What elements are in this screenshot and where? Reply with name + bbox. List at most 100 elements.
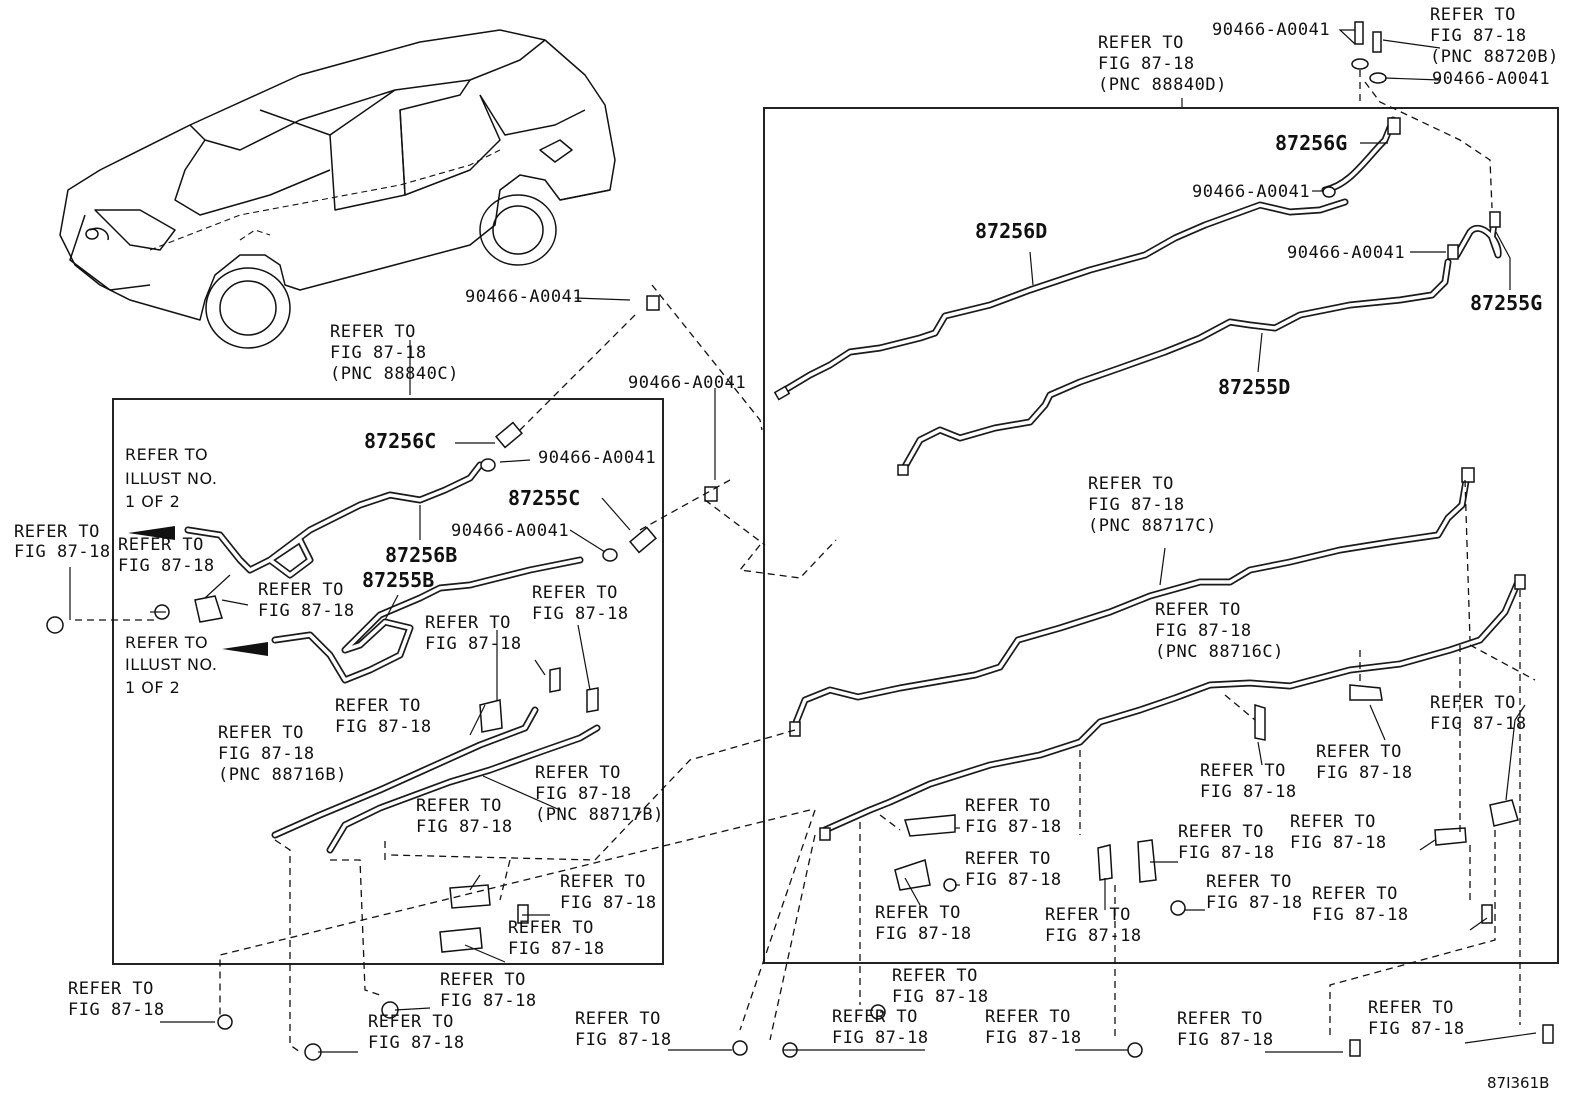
clip-label-mid-top: 90466-A0041 [465, 287, 583, 307]
ref-88717C-pnc: (PNC 88717C) [1088, 516, 1217, 536]
ref-bm1-fig: FIG 87-18 [575, 1030, 672, 1050]
pipe-87255B [271, 556, 584, 684]
ref-bm6-fig: FIG 87-18 [1368, 1019, 1465, 1039]
ref-88716C-fig: FIG 87-18 [1155, 621, 1252, 641]
ref-bracket1-fig: FIG 87-18 [118, 556, 215, 576]
ref-bm5-fig: FIG 87-18 [1177, 1030, 1274, 1050]
ref-bracket2-fig: FIG 87-18 [258, 601, 355, 621]
ref-88717C-fig: FIG 87-18 [1088, 495, 1185, 515]
ref-rf7-refer: REFER TO [1045, 905, 1131, 925]
ref-rf11-fig: FIG 87-18 [1312, 905, 1409, 925]
ref-bracket1-refer: REFER TO [118, 535, 204, 555]
clip-callouts: 90466-A0041 90466-A0041 90466-A0041 9046… [451, 20, 1550, 541]
pipe-87256G [1321, 116, 1397, 194]
pipe-87255G [1453, 211, 1502, 259]
part-number-labels: 87256G 87256D 87255G 87255D 87256C 87255… [362, 131, 1542, 592]
ref-bm5-refer: REFER TO [1177, 1009, 1263, 1029]
clip-label-87255C: 90466-A0041 [451, 521, 569, 541]
ref-rf4-fig: FIG 87-18 [965, 817, 1062, 837]
ref-bm2-refer: REFER TO [832, 1007, 918, 1027]
label-87255D: 87255D [1218, 375, 1290, 399]
ref-88840D-pnc: (PNC 88840D) [1098, 75, 1227, 95]
clip-label-mid: 90466-A0041 [628, 373, 746, 393]
fittings-and-clips [46, 21, 1554, 1061]
ref-rf9-fig: FIG 87-18 [1206, 893, 1303, 913]
ref-rf9-refer: REFER TO [1206, 872, 1292, 892]
ref-bm2-fig: FIG 87-18 [832, 1028, 929, 1048]
ref-rf8-refer: REFER TO [1178, 822, 1264, 842]
ref-rf1-fig: FIG 87-18 [1430, 714, 1527, 734]
label-87256C: 87256C [364, 429, 436, 453]
clip-label-87255G: 90466-A0041 [1287, 243, 1405, 263]
direction-arrows [128, 526, 268, 656]
ref-rf3-fig: FIG 87-18 [1200, 782, 1297, 802]
ref-bl2-fig: FIG 87-18 [440, 991, 537, 1011]
ref-88717C-refer: REFER TO [1088, 474, 1174, 494]
illust-1-refer: REFER TO [125, 445, 208, 464]
leader-lines [69, 29, 1537, 1053]
ref-88716B-refer: REFER TO [218, 723, 304, 743]
ref-88717B-fig: FIG 87-18 [535, 784, 632, 804]
ref-bm6-refer: REFER TO [1368, 998, 1454, 1018]
illust-2-no: ILLUST NO. [125, 655, 217, 674]
ref-88840C-refer: REFER TO [330, 322, 416, 342]
illust-2-refer: REFER TO [125, 633, 208, 652]
ref-rf8-fig: FIG 87-18 [1178, 843, 1275, 863]
pipe-brake-88717B [326, 724, 601, 854]
ref-bl1-fig: FIG 87-18 [68, 1000, 165, 1020]
ref-88720B-pnc: (PNC 88720B) [1430, 47, 1559, 67]
left-detail-frame [112, 398, 664, 965]
pipe-87256B [184, 461, 484, 579]
ref-rf6-refer: REFER TO [875, 903, 961, 923]
label-87255G: 87255G [1470, 291, 1542, 315]
clip-label-87256C: 90466-A0041 [538, 448, 656, 468]
ref-lf2-refer: REFER TO [532, 583, 618, 603]
ref-lf2-fig: FIG 87-18 [532, 604, 629, 624]
label-87256B: 87256B [385, 543, 457, 567]
label-87256D: 87256D [975, 219, 1047, 243]
pipe-brake-88717C [791, 471, 1471, 729]
ref-bl3-fig: FIG 87-18 [368, 1033, 465, 1053]
vehicle-illustration [59, 29, 616, 349]
ref-lf3-refer: REFER TO [335, 696, 421, 716]
ref-lf1-refer: REFER TO [425, 613, 511, 633]
dashed-connectors [75, 70, 1536, 1053]
ref-bl1-refer: REFER TO [68, 979, 154, 999]
ref-88717B-pnc: (PNC 88717B) [535, 805, 664, 825]
pipe-brake-88716B [271, 706, 539, 839]
ref-88840D-refer: REFER TO [1098, 33, 1184, 53]
ref-88716B-fig: FIG 87-18 [218, 744, 315, 764]
ref-bm3-fig: FIG 87-18 [892, 987, 989, 1007]
ref-rf2-fig: FIG 87-18 [1316, 763, 1413, 783]
ref-88720B-refer: REFER TO [1430, 5, 1516, 25]
ref-bl3-refer: REFER TO [368, 1012, 454, 1032]
ref-bm3-refer: REFER TO [892, 966, 978, 986]
illust-2-of: 1 OF 2 [125, 678, 180, 697]
ref-bracket2-refer: REFER TO [258, 580, 344, 600]
ref-lf1-fig: FIG 87-18 [425, 634, 522, 654]
ref-lf4-refer: REFER TO [416, 796, 502, 816]
ref-88840C-fig: FIG 87-18 [330, 343, 427, 363]
ref-rf1-refer: REFER TO [1430, 693, 1516, 713]
ref-rf5-fig: FIG 87-18 [965, 870, 1062, 890]
ref-lf3-fig: FIG 87-18 [335, 717, 432, 737]
ref-rf2-refer: REFER TO [1316, 742, 1402, 762]
ref-lf6-fig: FIG 87-18 [508, 939, 605, 959]
reference-labels: REFER TO FIG 87-18 (PNC 88720B) REFER TO… [14, 5, 1559, 1053]
figure-code: 87I361B [1487, 1074, 1549, 1092]
ref-88717B-refer: REFER TO [535, 763, 621, 783]
label-87255B: 87255B [362, 568, 434, 592]
ref-rf10-refer: REFER TO [1290, 812, 1376, 832]
ref-88840D-fig: FIG 87-18 [1098, 54, 1195, 74]
illust-1-of: 1 OF 2 [125, 492, 180, 511]
ref-rf7-fig: FIG 87-18 [1045, 926, 1142, 946]
ref-bl2-refer: REFER TO [440, 970, 526, 990]
ref-rf4-refer: REFER TO [965, 796, 1051, 816]
right-detail-frame [763, 107, 1559, 964]
ref-farleft-fig: FIG 87-18 [14, 542, 111, 562]
ref-bm4-fig: FIG 87-18 [985, 1028, 1082, 1048]
clip-label-top: 90466-A0041 [1212, 20, 1330, 40]
pipe-87256D [776, 198, 1349, 397]
ref-rf3-refer: REFER TO [1200, 761, 1286, 781]
